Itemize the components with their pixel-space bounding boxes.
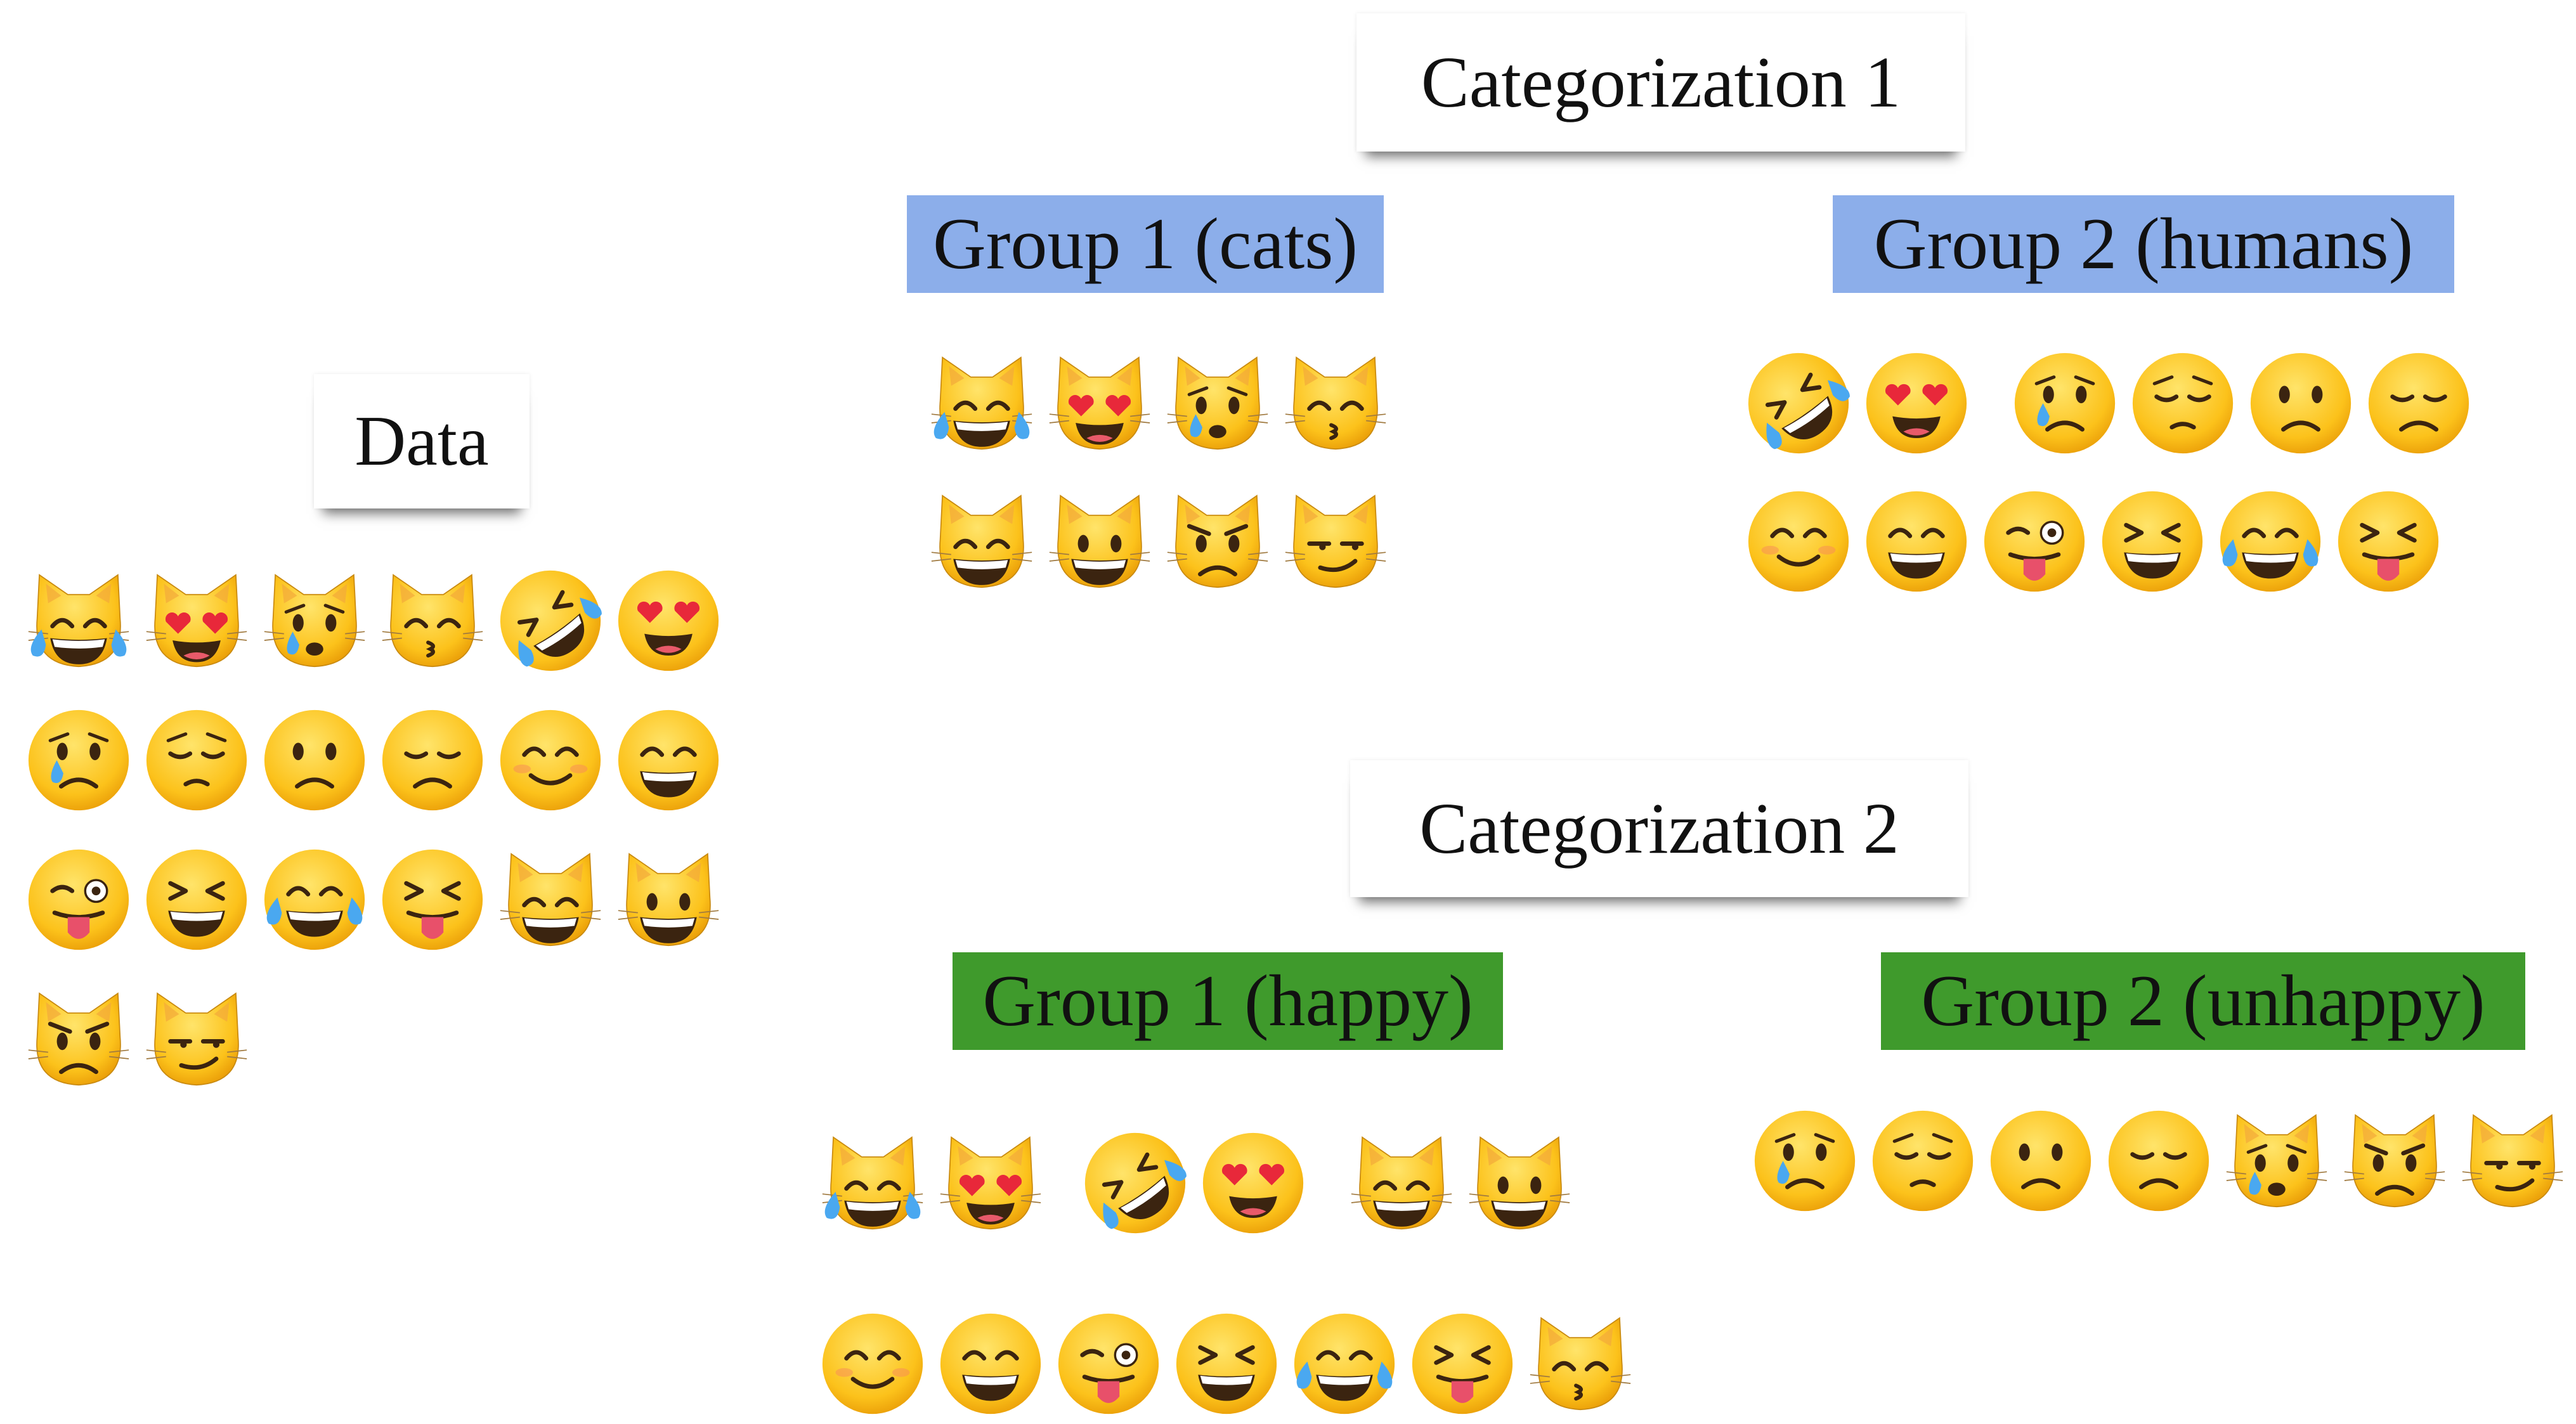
squint-tongue-face-icon: [378, 845, 487, 954]
smiley-cat-icon: [1045, 487, 1154, 596]
joy-face-icon: [260, 845, 369, 954]
frowning-face-icon: [260, 706, 369, 815]
wink-tongue-face-icon: [1054, 1309, 1163, 1418]
smiley-cat-icon: [1465, 1129, 1574, 1238]
laughing-face-icon: [2098, 487, 2207, 596]
smiley-cat-icon: [614, 845, 723, 954]
kissing-cat-icon: [1526, 1309, 1635, 1418]
group-1-happy-label: Group 1 (happy): [953, 952, 1503, 1050]
grinning-cat-icon: [927, 487, 1036, 596]
wink-tongue-face-icon: [1980, 487, 2089, 596]
crying-cat-icon: [2222, 1106, 2331, 1215]
wink-tongue-face-icon: [24, 845, 133, 954]
cat-joy-icon: [818, 1129, 927, 1238]
disappointed-face-icon: [2104, 1106, 2213, 1215]
pensive-face-icon: [2128, 349, 2237, 458]
blush-face-icon: [496, 706, 605, 815]
grinning-cat-icon: [496, 845, 605, 954]
kissing-cat-icon: [378, 566, 487, 675]
laughing-face-icon: [142, 845, 251, 954]
cat-joy-icon: [927, 349, 1036, 458]
disappointed-face-icon: [378, 706, 487, 815]
crying-face-icon: [24, 706, 133, 815]
smirk-cat-icon: [142, 985, 251, 1094]
joy-face-icon: [2216, 487, 2325, 596]
pensive-face-icon: [142, 706, 251, 815]
cat-joy-icon: [24, 566, 133, 675]
crying-cat-icon: [1163, 349, 1272, 458]
rofl-icon: [1081, 1129, 1190, 1238]
heart-eyes-icon: [1862, 349, 1971, 458]
cat-heart-eyes-icon: [936, 1129, 1045, 1238]
squint-tongue-face-icon: [1408, 1309, 1517, 1418]
joy-face-icon: [1290, 1309, 1399, 1418]
frowning-face-icon: [1986, 1106, 2095, 1215]
pouting-cat-icon: [2340, 1106, 2449, 1215]
pouting-cat-icon: [24, 985, 133, 1094]
categorization-2-title: Categorization 2: [1350, 760, 1968, 897]
blush-face-icon: [818, 1309, 927, 1418]
grin-face-icon: [614, 706, 723, 815]
kissing-cat-icon: [1281, 349, 1390, 458]
grin-face-icon: [936, 1309, 1045, 1418]
grin-face-icon: [1862, 487, 1971, 596]
grinning-cat-icon: [1347, 1129, 1456, 1238]
crying-face-icon: [1750, 1106, 1859, 1215]
group-1-cats-label: Group 1 (cats): [907, 195, 1384, 293]
group-2-unhappy-label: Group 2 (unhappy): [1881, 952, 2525, 1050]
crying-cat-icon: [260, 566, 369, 675]
heart-eyes-icon: [614, 566, 723, 675]
laughing-face-icon: [1172, 1309, 1281, 1418]
data-title: Data: [314, 374, 530, 508]
rofl-icon: [1744, 349, 1853, 458]
disappointed-face-icon: [2364, 349, 2473, 458]
frowning-face-icon: [2246, 349, 2355, 458]
squint-tongue-face-icon: [2334, 487, 2443, 596]
heart-eyes-icon: [1199, 1129, 1308, 1238]
pouting-cat-icon: [1163, 487, 1272, 596]
cat-heart-eyes-icon: [142, 566, 251, 675]
categorization-1-title: Categorization 1: [1356, 13, 1965, 152]
crying-face-icon: [2010, 349, 2119, 458]
rofl-icon: [496, 566, 605, 675]
group-2-humans-label: Group 2 (humans): [1833, 195, 2454, 293]
cat-heart-eyes-icon: [1045, 349, 1154, 458]
smirk-cat-icon: [1281, 487, 1390, 596]
pensive-face-icon: [1868, 1106, 1977, 1215]
smirk-cat-icon: [2458, 1106, 2567, 1215]
blush-face-icon: [1744, 487, 1853, 596]
